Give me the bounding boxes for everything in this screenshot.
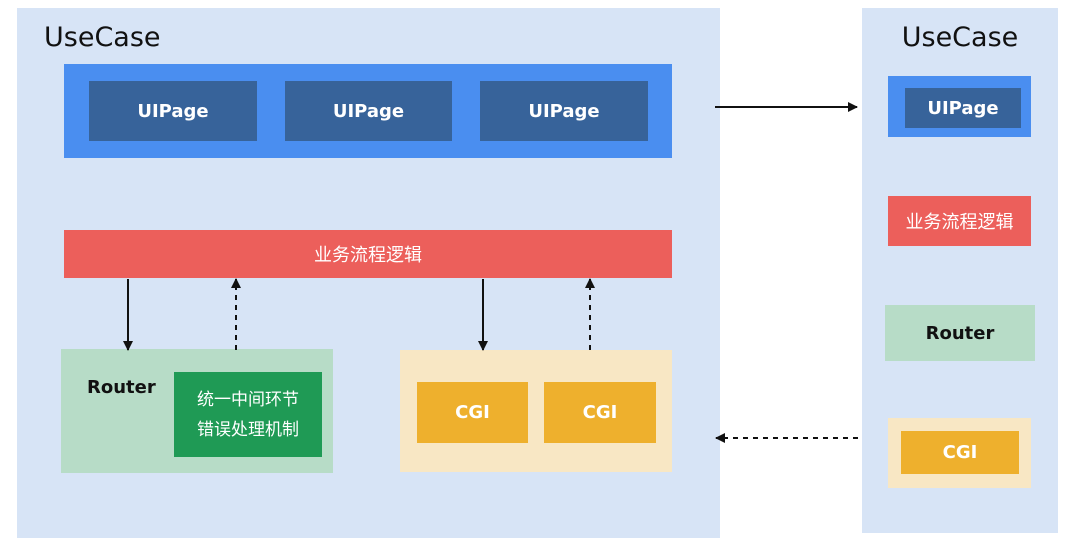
cgi-box-2: CGI <box>544 382 656 443</box>
router-label: Router <box>87 377 156 398</box>
business-logic-bar: 业务流程逻辑 <box>64 230 672 278</box>
usecase-title-left: UseCase <box>44 22 161 53</box>
uipage-box-1: UIPage <box>89 81 257 141</box>
usecase-title-right: UseCase <box>901 22 1019 53</box>
uipage-box-right: UIPage <box>905 88 1021 128</box>
router-box-right: Router <box>885 305 1035 361</box>
middleware-line-1: 统一中间环节 <box>197 389 299 410</box>
cgi-box-right: CGI <box>901 431 1019 474</box>
uipage-box-3: UIPage <box>480 81 648 141</box>
business-logic-box-right: 业务流程逻辑 <box>888 196 1031 246</box>
uipage-box-2: UIPage <box>285 81 452 141</box>
middleware-box: 统一中间环节 错误处理机制 <box>174 372 322 457</box>
middleware-line-2: 错误处理机制 <box>197 419 299 440</box>
cgi-box-1: CGI <box>417 382 528 443</box>
